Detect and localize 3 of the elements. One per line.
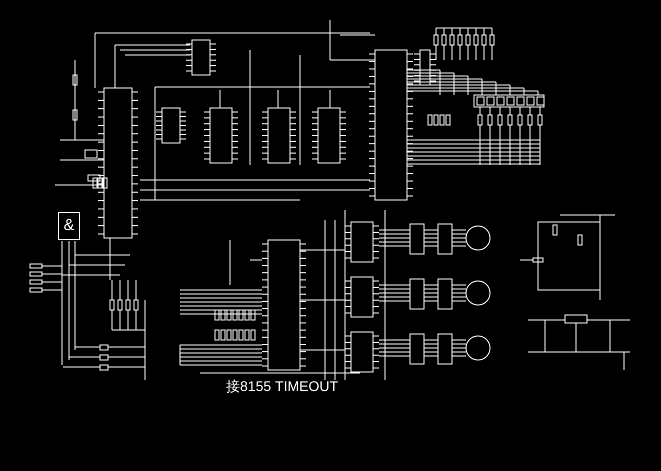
logic-gate-box	[58, 212, 80, 240]
gate-symbol: &	[64, 217, 74, 235]
note-text: 接8155 TIMEOUT	[226, 378, 338, 396]
